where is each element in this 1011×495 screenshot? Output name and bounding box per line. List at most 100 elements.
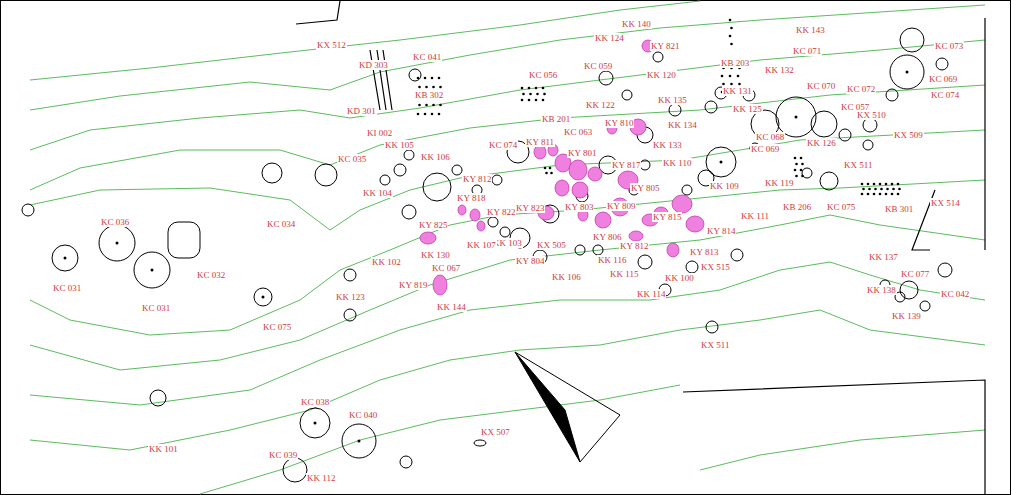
- feature-label: KK 131: [722, 86, 753, 96]
- feature-label: KK 102: [371, 257, 402, 267]
- feature-label: KY 817: [611, 160, 641, 170]
- feature-label: KK 109: [709, 181, 740, 191]
- feature-label: KX 509: [893, 130, 924, 140]
- feature-label: KC 073: [934, 41, 964, 51]
- feature-label: KX 511: [700, 340, 730, 350]
- feature-label: KB 203: [720, 58, 750, 68]
- feature-label: KK 100: [664, 273, 695, 283]
- feature-label: KK 115: [609, 269, 639, 279]
- posthole-dot: [536, 93, 539, 96]
- posthole-dot: [425, 104, 428, 107]
- posthole-dot: [885, 193, 888, 196]
- posthole-dot: [801, 175, 804, 178]
- feature-label: KK 114: [636, 289, 666, 299]
- posthole-dot: [885, 183, 888, 186]
- feature-label: KC 075: [262, 322, 292, 332]
- posthole-dot: [867, 183, 870, 186]
- feature-label: KC 041: [412, 52, 442, 62]
- feature-label: KY 818: [456, 193, 486, 203]
- posthole-dot: [730, 83, 733, 86]
- feature-label: KK 116: [597, 255, 627, 265]
- posthole-dot: [528, 87, 531, 90]
- posthole-dot: [880, 188, 883, 191]
- feature-label: KK 138: [866, 285, 897, 295]
- feature-label: KK 125: [732, 104, 763, 114]
- feature-label: KK 126: [806, 138, 837, 148]
- posthole-dot: [535, 87, 538, 90]
- feature-label: KY 803: [564, 202, 594, 212]
- posthole-dot: [431, 113, 434, 116]
- posthole-dot: [418, 86, 421, 89]
- feature-label: KY 822: [486, 207, 516, 217]
- posthole-dot: [439, 86, 442, 89]
- feature-label: KC 032: [196, 270, 226, 280]
- feature-label: KK 122: [585, 100, 616, 110]
- feature-label: KC 075: [826, 202, 856, 212]
- feature-label: KY 823: [515, 203, 545, 213]
- posthole-dot: [795, 163, 798, 166]
- feature-label: KY 805: [630, 183, 660, 193]
- feature-label: KY 813: [689, 247, 719, 257]
- feature-label: KX 511: [843, 160, 873, 170]
- posthole-dot: [801, 163, 804, 166]
- posthole-dot: [425, 86, 428, 89]
- feature-label: KY 812: [619, 241, 649, 251]
- pits: [22, 28, 952, 482]
- feature-label: KK 123: [335, 292, 366, 302]
- posthole-dot: [737, 75, 740, 78]
- feature-label: KY 819: [398, 280, 428, 290]
- feature-label: KK 140: [621, 19, 652, 29]
- feature-label: KD 303: [358, 60, 389, 70]
- posthole-dot: [722, 83, 725, 86]
- feature-label: KY 801: [567, 148, 597, 158]
- posthole-dot: [438, 113, 441, 116]
- feature-label: KB 201: [541, 114, 571, 124]
- feature-label: KY 814: [706, 226, 736, 236]
- feature-label: KY 812: [462, 174, 492, 184]
- feature-label: KK 132: [764, 65, 795, 75]
- feature-label: KC 040: [348, 410, 378, 420]
- posthole-dot: [862, 188, 865, 191]
- feature-label: KB 302: [414, 90, 444, 100]
- feature-label: KC 074: [488, 140, 518, 150]
- feature-label: KK 143: [795, 25, 826, 35]
- feature-label: KY 804: [515, 256, 545, 266]
- feature-label: KY 821: [650, 41, 680, 51]
- posthole-dot: [891, 193, 894, 196]
- posthole-dot: [439, 104, 442, 107]
- posthole-dot: [528, 99, 531, 102]
- posthole-dot: [550, 172, 553, 175]
- feature-label: KC 074: [930, 90, 960, 100]
- feature-label: KC 069: [750, 144, 780, 154]
- feature-label: KK 105: [384, 140, 415, 150]
- feature-label: KK 120: [646, 70, 677, 80]
- posthole-dot: [432, 86, 435, 89]
- feature-label: KC 068: [755, 132, 785, 142]
- feature-label: KY 825: [418, 220, 448, 230]
- posthole-dot: [868, 188, 871, 191]
- boundary-lines: [296, 1, 985, 494]
- feature-label: KD 301: [346, 106, 377, 116]
- feature-label: KK 106: [551, 272, 582, 282]
- feature-label: KK 104: [362, 188, 393, 198]
- feature-label: KC 077: [900, 269, 930, 279]
- posthole-dot: [879, 183, 882, 186]
- feature-label: KK 124: [594, 33, 625, 43]
- posthole-dot: [874, 188, 877, 191]
- feature-label: KB 206: [782, 202, 812, 212]
- feature-label: KK 119: [764, 178, 794, 188]
- posthole-dot: [418, 104, 421, 107]
- feature-label: KK 110: [662, 158, 692, 168]
- north-arrow: [515, 352, 620, 462]
- posthole-dot: [891, 183, 894, 186]
- feature-label: KC 056: [528, 70, 558, 80]
- posthole-dot: [729, 35, 732, 38]
- posthole-dot: [794, 157, 797, 160]
- feature-label: KK 101: [148, 444, 179, 454]
- feature-label: KI 002: [366, 128, 393, 138]
- posthole-dot: [879, 193, 882, 196]
- feature-label: KK 139: [891, 311, 922, 321]
- posthole-dot: [543, 93, 546, 96]
